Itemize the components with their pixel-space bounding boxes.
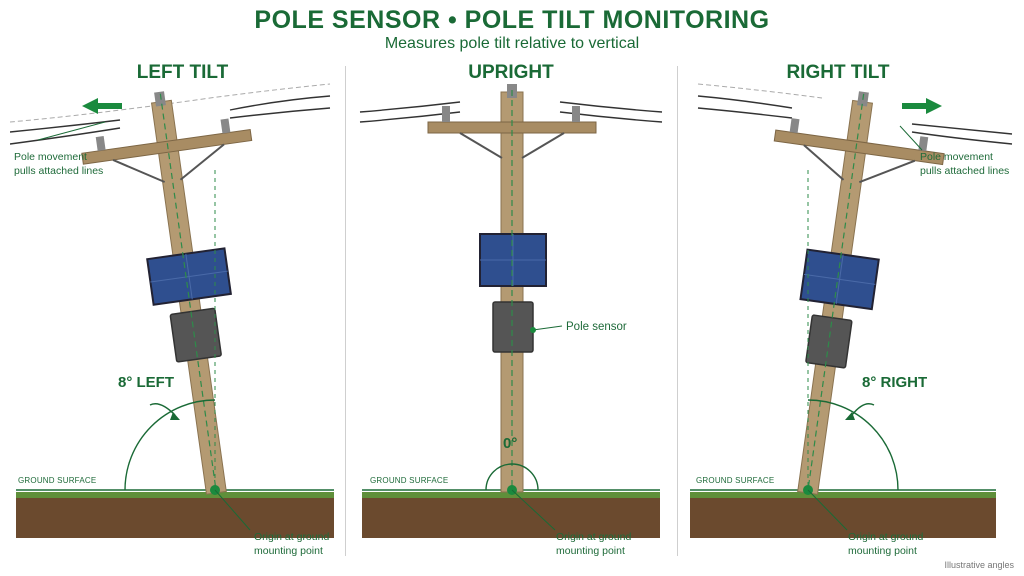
upright-illustration	[359, 84, 663, 538]
line-note-text: Pole movement	[920, 151, 993, 163]
right-tilt-illustration	[690, 83, 1013, 538]
panel-title: UPRIGHT	[468, 62, 554, 83]
panel-divider	[677, 66, 678, 556]
panel-divider	[345, 66, 346, 556]
left-tilt-illustration	[10, 83, 334, 538]
arrow-left-icon	[82, 98, 122, 114]
origin-label: Origin at ground mounting point	[556, 530, 631, 558]
line-note-text: pulls attached lines	[920, 165, 1010, 177]
ground-surface-label: GROUND SURFACE	[18, 476, 97, 485]
origin-label-text: mounting point	[254, 545, 323, 557]
panel-upright: UPRIGHT Pole sensor 0° GROUND SURFACE Or…	[350, 60, 690, 570]
page-subtitle: Measures pole tilt relative to vertical	[384, 35, 640, 52]
origin-label-text: Origin at ground	[254, 531, 330, 543]
origin-label-text: mounting point	[556, 545, 625, 557]
origin-label: Origin at ground mounting point	[848, 530, 923, 558]
panel-left-tilt: LEFT TILT	[10, 60, 350, 570]
tilt-angle-label: 8° LEFT	[118, 374, 175, 391]
pole-sensor-label: Pole sensor	[566, 321, 627, 333]
line-note: Pole movement pulls attached lines	[14, 150, 103, 178]
arrow-right-icon	[902, 98, 942, 114]
origin-label-text: Origin at ground	[848, 531, 924, 543]
panel-right-tilt: RIGHT TILT P	[682, 60, 1022, 570]
page-title: POLE SENSOR • POLE TILT MONITORING	[254, 6, 770, 34]
line-note-text: pulls attached lines	[14, 165, 104, 177]
ground-surface-label: GROUND SURFACE	[370, 476, 449, 485]
origin-label: Origin at ground mounting point	[254, 530, 329, 558]
footnote: Illustrative angles	[944, 560, 1014, 570]
line-note-text: Pole movement	[14, 151, 87, 163]
panel-title: LEFT TILT	[136, 62, 229, 83]
tilt-angle-label: 0°	[503, 435, 518, 452]
panel-title: RIGHT TILT	[786, 62, 890, 83]
line-note: Pole movement pulls attached lines	[920, 150, 1009, 178]
tilt-angle-label: 8° RIGHT	[862, 374, 928, 391]
ground-surface-label: GROUND SURFACE	[696, 476, 775, 485]
origin-label-text: mounting point	[848, 545, 917, 557]
origin-label-text: Origin at ground	[556, 531, 632, 543]
